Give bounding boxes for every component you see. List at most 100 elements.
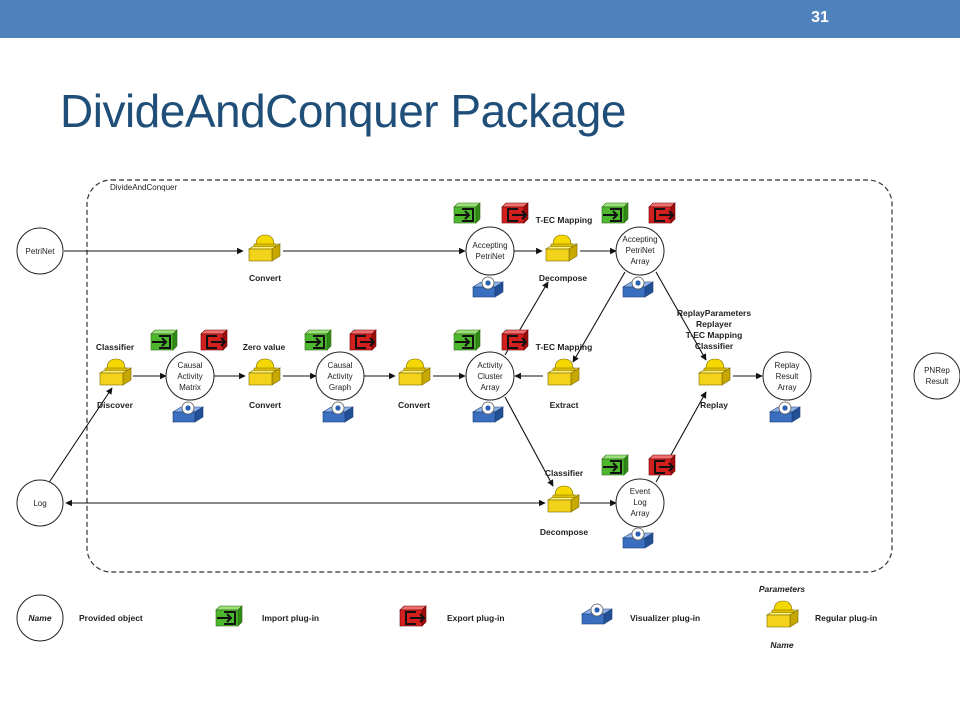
visualizer-icon-cag	[322, 401, 354, 423]
param-classifier-decompose: Classifier	[545, 468, 584, 478]
plugin-name-replay: Replay	[700, 400, 728, 410]
export-icon-cam	[200, 329, 228, 351]
plugin-name-convert-zero: Convert	[249, 400, 281, 410]
label-rra-3: Array	[777, 383, 796, 392]
label-apna-1: Accepting	[622, 235, 657, 244]
slide-title: DivideAndConquer Package	[60, 85, 626, 137]
edges	[47, 247, 763, 507]
object-causal-activity-matrix	[165, 351, 215, 401]
label-ela-3: Array	[630, 509, 649, 518]
param-zero-value: Zero value	[243, 342, 286, 352]
plugin-name-decompose-top: Decompose	[539, 273, 587, 283]
regular-plugin-icon-decompose-top	[546, 235, 577, 261]
plugin-name-convert-top: Convert	[249, 273, 281, 283]
label-cam-3: Matrix	[179, 383, 201, 392]
legend-name: Name	[28, 613, 51, 623]
legend-plugin-name: Name	[770, 640, 793, 650]
param-replay-3: T-EC Mapping	[686, 330, 743, 340]
label-apna-2: PetriNet	[626, 246, 656, 255]
label-rra-2: Result	[776, 372, 799, 381]
label-apna-3: Array	[630, 257, 649, 266]
label-cam-1: Causal	[178, 361, 203, 370]
visualizer-icon-ela	[622, 527, 654, 549]
object-event-log-array	[615, 478, 665, 528]
label-petrinet: PetriNet	[26, 247, 56, 256]
object-causal-activity-graph	[315, 351, 365, 401]
object-activity-cluster-array	[465, 351, 515, 401]
visualizer-icon-aca	[472, 401, 504, 423]
label-cag-1: Causal	[328, 361, 353, 370]
label-aca-2: Cluster	[477, 372, 503, 381]
label-cag-3: Graph	[329, 383, 351, 392]
param-classifier-discover: Classifier	[96, 342, 135, 352]
import-icon-apna	[601, 202, 629, 224]
regular-plugin-icon-convert-mid	[399, 359, 430, 385]
header-bar: 31	[0, 0, 960, 38]
plugin-name-discover: Discover	[97, 400, 134, 410]
param-replay-1: ReplayParameters	[677, 308, 751, 318]
regular-plugin-icon-convert-zero	[249, 359, 280, 385]
label-cag-2: Activity	[327, 372, 352, 381]
edge-log-discover	[47, 387, 113, 485]
import-icon-aca	[453, 329, 481, 351]
regular-plugin-icon-decompose-bottom	[548, 486, 579, 512]
label-cam-2: Activity	[177, 372, 202, 381]
param-tec-mapping-top: T-EC Mapping	[536, 215, 593, 225]
label-aca-3: Array	[480, 383, 499, 392]
object-accepting-petrinet-array	[615, 226, 665, 276]
label-apn-2: PetriNet	[476, 252, 506, 261]
object-accepting-petrinet	[465, 226, 515, 276]
legend-export-plugin: Export plug-in	[447, 613, 505, 623]
label-pnrep-1: PNRep	[924, 366, 950, 375]
object-petrinet	[16, 227, 64, 275]
regular-plugin-icon-extract	[548, 359, 579, 385]
label-ela-1: Event	[630, 487, 651, 496]
visualizer-icon-apna	[622, 276, 654, 298]
legend-regular-icon	[767, 601, 798, 627]
legend-visualizer-plugin: Visualizer plug-in	[630, 613, 700, 623]
label-ela-2: Log	[633, 498, 646, 507]
export-icon-apn	[501, 202, 529, 224]
param-tec-mapping-mid: T-EC Mapping	[536, 342, 593, 352]
visualizer-icon-cam	[172, 401, 204, 423]
export-icon-cag	[349, 329, 377, 351]
export-icon-ela	[648, 454, 676, 476]
label-aca-1: Activity	[477, 361, 502, 370]
plugin-name-convert-mid: Convert	[398, 400, 430, 410]
visualizer-icon-rra	[769, 401, 801, 423]
regular-plugin-icon-convert-top	[249, 235, 280, 261]
plugin-name-decompose-bottom: Decompose	[540, 527, 588, 537]
import-icon-ela	[601, 454, 629, 476]
plugin-name-extract: Extract	[550, 400, 579, 410]
edge-apna-extract	[572, 271, 626, 363]
legend: Name Provided object Import plug-in Expo…	[16, 584, 877, 650]
package-label: DivideAndConquer	[110, 183, 177, 192]
label-pnrep-2: Result	[926, 377, 949, 386]
label-log: Log	[33, 499, 46, 508]
legend-visualizer-icon	[581, 603, 613, 625]
export-icon-aca	[501, 329, 529, 351]
legend-object-circle	[16, 594, 64, 642]
edge-apna-replay	[655, 271, 707, 361]
visualizer-icon-apn	[472, 276, 504, 298]
import-icon-apn	[453, 202, 481, 224]
legend-import-plugin: Import plug-in	[262, 613, 319, 623]
import-icon-cam	[150, 329, 178, 351]
import-icon-cag	[304, 329, 332, 351]
label-rra-1: Replay	[775, 361, 800, 370]
object-pnrep-result	[913, 352, 960, 400]
page-number: 31	[811, 9, 829, 26]
legend-import-icon	[215, 605, 243, 627]
object-replay-result-array	[762, 351, 812, 401]
param-replay-4: Classifier	[695, 341, 734, 351]
regular-plugin-icon-discover	[100, 359, 131, 385]
object-log	[16, 479, 64, 527]
legend-regular-plugin: Regular plug-in	[815, 613, 877, 623]
legend-parameters: Parameters	[759, 584, 806, 594]
legend-export-icon	[399, 605, 427, 627]
label-apn-1: Accepting	[472, 241, 507, 250]
param-replay-2: Replayer	[696, 319, 733, 329]
package-boundary	[86, 179, 893, 573]
edge-aca-decompose2	[504, 396, 554, 487]
